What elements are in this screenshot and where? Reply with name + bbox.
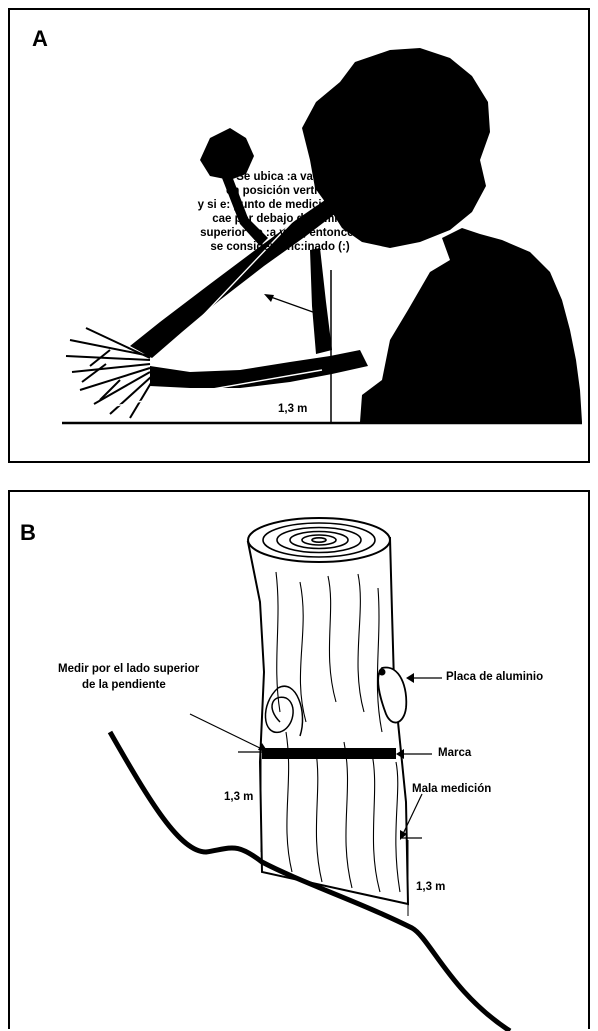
plate-arrowhead bbox=[406, 673, 414, 683]
mark-label: Marca bbox=[438, 746, 471, 760]
plate-nail bbox=[379, 669, 386, 676]
note-line-2: en posición vertica: bbox=[180, 184, 380, 198]
bad-measure-label: Mala medición bbox=[412, 782, 491, 796]
note-line-6: se considera inc:inado (:) bbox=[160, 240, 400, 254]
plate-label: Placa de aluminio bbox=[446, 670, 543, 684]
note-line-4: cae por debajo de: :ímite bbox=[160, 212, 400, 226]
trunk-outline bbox=[248, 538, 408, 904]
trunk-on-slope-illustration bbox=[10, 492, 588, 1031]
trunk-top-rings bbox=[248, 518, 390, 562]
panel-b: B bbox=[8, 490, 590, 1029]
height-label-a: 1,3 m bbox=[278, 402, 307, 416]
right-tree-crown bbox=[360, 228, 582, 422]
measure-arrow bbox=[190, 714, 264, 750]
lower-trunk-arm bbox=[150, 350, 368, 388]
height-right-label: 1,3 m bbox=[416, 880, 445, 894]
measure-label-1: Medir por el lado superior bbox=[58, 662, 199, 676]
indicator-arrowhead bbox=[264, 294, 274, 302]
panel-a: A Se ubica :a vara en pos bbox=[8, 8, 590, 463]
measurement-band bbox=[262, 748, 396, 759]
measure-label-2: de la pendiente bbox=[82, 678, 166, 692]
note-line-5: superior de :a vara, entonces bbox=[160, 226, 400, 240]
note-line-3: y si e: punto de medición de d bbox=[160, 198, 400, 212]
vertical-trunk bbox=[310, 248, 332, 354]
note-line-1: Se ubica :a vara bbox=[180, 170, 380, 184]
height-left-label: 1,3 m bbox=[224, 790, 253, 804]
